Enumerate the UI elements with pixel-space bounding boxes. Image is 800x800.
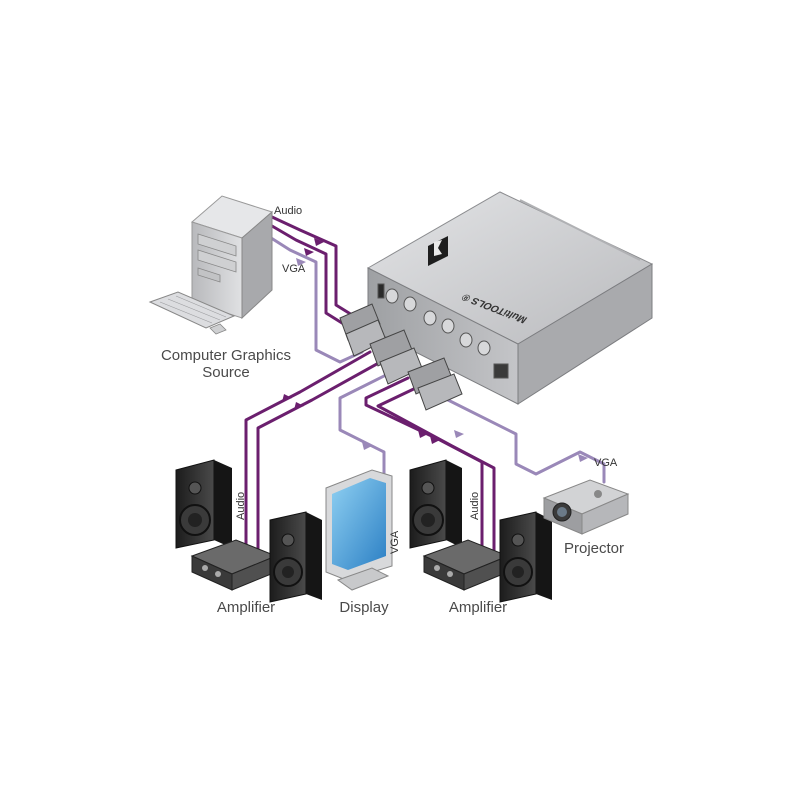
flow-arrow-icon xyxy=(578,454,588,462)
vga-cable-in xyxy=(266,234,364,364)
speaker-cabinet-icon xyxy=(269,511,322,603)
computer-tower-icon xyxy=(148,195,273,335)
amplifier-left-label: Amplifier xyxy=(217,599,275,616)
audio-cable-right-1 xyxy=(364,376,484,550)
audio-cable-in-2 xyxy=(270,224,352,330)
amplifier-right-label: Amplifier xyxy=(449,599,507,616)
audio-cable-in-1 xyxy=(270,215,359,320)
speaker-cabinet-icon xyxy=(175,459,232,549)
mouse-icon xyxy=(209,323,227,335)
audio-cable-left-1 xyxy=(244,350,372,550)
flow-arrow-icon xyxy=(282,394,292,402)
audio-cable-left-2 xyxy=(256,358,386,554)
speaker-cabinet-icon xyxy=(409,459,462,549)
display-label: Display xyxy=(339,599,389,616)
rear-connectors xyxy=(377,283,509,379)
flow-arrow-icon xyxy=(294,402,304,410)
flow-arrow-icon xyxy=(418,430,428,438)
audio-left-label: Audio xyxy=(235,492,247,520)
vga-display-label: VGA xyxy=(389,530,401,554)
projector-icon xyxy=(542,479,630,535)
flow-arrow-icon xyxy=(296,258,306,266)
monitor-icon xyxy=(325,469,393,591)
flow-arrow-icon xyxy=(362,442,372,450)
amplifier-icon xyxy=(422,539,510,591)
keyboard-icon xyxy=(148,291,236,329)
audio-cable-right-2 xyxy=(376,384,496,554)
flow-arrow-icon xyxy=(430,436,440,444)
vga-cable-projector xyxy=(434,392,606,484)
vga-projector-label: VGA xyxy=(594,457,618,469)
projector-label: Projector xyxy=(564,540,624,557)
label-group: Computer Graphics Source Audio VGA Audio… xyxy=(161,205,624,616)
amplifier-icon xyxy=(190,539,278,591)
cable-group xyxy=(244,215,606,554)
right-audio-system xyxy=(409,459,552,603)
flow-arrow-icon xyxy=(304,248,314,256)
source-label-line1: Computer Graphics xyxy=(161,347,291,364)
vga-in-label: VGA xyxy=(282,263,306,275)
speaker-cabinet-icon xyxy=(499,511,552,603)
audio-in-label: Audio xyxy=(274,205,302,217)
audio-right-label: Audio xyxy=(469,492,481,520)
flow-arrow-icon xyxy=(314,238,324,246)
av-distributor-box-icon: MultiTOOLS ® xyxy=(339,191,654,411)
flow-arrow-icon xyxy=(454,430,464,438)
source-label-line2: Source xyxy=(202,364,250,381)
flow-arrows xyxy=(282,238,588,462)
cable-plugs xyxy=(339,303,463,411)
brand-logo xyxy=(428,236,448,266)
left-audio-system xyxy=(175,459,322,603)
